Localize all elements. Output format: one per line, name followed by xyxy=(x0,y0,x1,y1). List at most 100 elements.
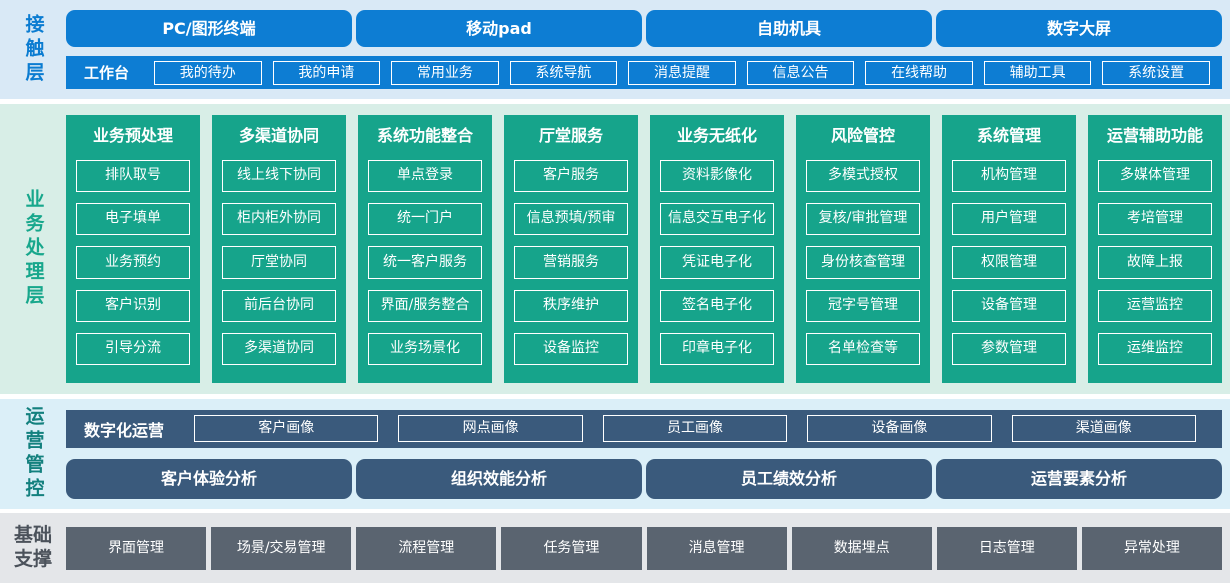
business-item: 名单检查等 xyxy=(806,332,920,366)
business-item: 业务场景化 xyxy=(368,332,482,366)
business-item: 考培管理 xyxy=(1098,203,1212,236)
business-item: 故障上报 xyxy=(1098,246,1212,279)
workbench-item: 我的申请 xyxy=(272,60,381,85)
business-item: 多媒体管理 xyxy=(1098,160,1212,193)
business-column: 系统功能整合单点登录统一门户统一客户服务界面/服务整合业务场景化 xyxy=(358,115,492,383)
business-column-title: 业务预处理 xyxy=(92,126,173,145)
business-item: 业务预约 xyxy=(76,246,190,279)
business-column: 厅堂服务客户服务信息预填/预审营销服务秩序维护设备监控 xyxy=(504,115,638,383)
digital-ops-item: 员工画像 xyxy=(602,415,788,442)
business-item: 参数管理 xyxy=(952,332,1066,366)
business-item: 多渠道协同 xyxy=(222,332,336,366)
business-item: 营销服务 xyxy=(514,246,628,279)
business-item: 机构管理 xyxy=(952,160,1066,193)
foundation-label-col: 基础支撑 xyxy=(0,513,66,583)
business-column-title: 多渠道协同 xyxy=(238,126,319,145)
foundation-box: 数据埋点 xyxy=(791,526,932,570)
analysis-box: 客户体验分析 xyxy=(66,458,352,499)
business-columns: 业务预处理排队取号电子填单业务预约客户识别引导分流多渠道协同线上线下协同柜内柜外… xyxy=(66,115,1222,383)
workbench-item: 消息提醒 xyxy=(628,60,736,85)
workbench-bar: 工作台 我的待办我的申请常用业务系统导航消息提醒信息公告在线帮助辅助工具系统设置 xyxy=(66,56,1222,89)
workbench-item: 系统设置 xyxy=(1102,60,1210,85)
workbench-item: 辅助工具 xyxy=(983,60,1092,85)
business-layer-label-col: 业务处理层 xyxy=(0,104,66,394)
foundation-box: 日志管理 xyxy=(936,526,1077,570)
digital-ops-bar: 数字化运营 客户画像网点画像员工画像设备画像渠道画像 xyxy=(66,409,1222,448)
contact-layer-label-col: 接触层 xyxy=(0,0,66,99)
foundation-band: 基础支撑 界面管理场景/交易管理流程管理任务管理消息管理数据埋点日志管理异常处理 xyxy=(0,513,1230,583)
analysis-row: 客户体验分析组织效能分析员工绩效分析运营要素分析 xyxy=(66,458,1222,499)
business-item: 柜内柜外协同 xyxy=(222,203,336,236)
business-column: 业务预处理排队取号电子填单业务预约客户识别引导分流 xyxy=(66,115,200,383)
digital-ops-item: 网点画像 xyxy=(398,415,583,442)
workbench-item: 信息公告 xyxy=(746,60,855,85)
workbench-item: 常用业务 xyxy=(391,60,499,85)
business-column: 风险管控多模式授权复核/审批管理身份核查管理冠字号管理名单检查等 xyxy=(796,115,930,383)
business-column: 多渠道协同线上线下协同柜内柜外协同厅堂协同前后台协同多渠道协同 xyxy=(212,115,346,383)
business-item: 秩序维护 xyxy=(514,289,628,322)
digital-ops-item: 渠道画像 xyxy=(1011,415,1196,442)
business-item: 客户服务 xyxy=(514,160,628,193)
contact-layer-label: 接触层 xyxy=(22,13,45,86)
business-item: 资料影像化 xyxy=(660,160,774,193)
business-layer-band: 业务处理层 业务预处理排队取号电子填单业务预约客户识别引导分流多渠道协同线上线下… xyxy=(0,104,1230,394)
business-item: 前后台协同 xyxy=(222,289,336,322)
foundation-label: 基础支撑 xyxy=(13,524,52,570)
channel-box: PC/图形终端 xyxy=(66,10,352,47)
business-item: 信息交互电子化 xyxy=(660,203,774,236)
business-item: 冠字号管理 xyxy=(806,289,920,322)
business-item: 排队取号 xyxy=(76,160,190,193)
business-item: 界面/服务整合 xyxy=(368,289,482,322)
business-column-title: 业务无纸化 xyxy=(676,126,757,145)
analysis-box: 运营要素分析 xyxy=(936,458,1222,499)
analysis-box: 组织效能分析 xyxy=(356,458,642,499)
business-item: 厅堂协同 xyxy=(222,246,336,279)
business-item: 信息预填/预审 xyxy=(514,203,628,236)
digital-ops-item: 设备画像 xyxy=(807,415,992,442)
workbench-item: 我的待办 xyxy=(154,60,262,85)
operations-band: 运营管控 数字化运营 客户画像网点画像员工画像设备画像渠道画像 客户体验分析组织… xyxy=(0,399,1230,509)
foundation-box: 消息管理 xyxy=(646,526,787,570)
business-item: 运营监控 xyxy=(1098,289,1212,322)
channel-box: 自助机具 xyxy=(646,10,932,47)
business-item: 统一客户服务 xyxy=(368,246,482,279)
foundation-box: 任务管理 xyxy=(501,526,642,570)
operations-label-col: 运营管控 xyxy=(0,399,66,509)
channel-box: 移动pad xyxy=(356,10,642,47)
workbench-label: 工作台 xyxy=(84,64,130,82)
business-item: 权限管理 xyxy=(952,246,1066,279)
business-column: 业务无纸化资料影像化信息交互电子化凭证电子化签名电子化印章电子化 xyxy=(650,115,784,383)
business-item: 运维监控 xyxy=(1098,332,1212,366)
business-item: 签名电子化 xyxy=(660,289,774,322)
foundation-row: 界面管理场景/交易管理流程管理任务管理消息管理数据埋点日志管理异常处理 xyxy=(66,526,1222,570)
business-column-title: 系统功能整合 xyxy=(376,126,473,145)
business-item: 单点登录 xyxy=(368,160,482,193)
business-item: 凭证电子化 xyxy=(660,246,774,279)
business-item: 统一门户 xyxy=(368,203,482,236)
business-column-title: 厅堂服务 xyxy=(538,126,603,145)
business-item: 身份核查管理 xyxy=(806,246,920,279)
business-item: 印章电子化 xyxy=(660,332,774,366)
business-item: 线上线下协同 xyxy=(222,160,336,193)
business-column-title: 风险管控 xyxy=(830,126,895,145)
business-item: 设备监控 xyxy=(514,332,628,366)
business-item: 用户管理 xyxy=(952,203,1066,236)
analysis-box: 员工绩效分析 xyxy=(646,458,932,499)
business-column: 系统管理机构管理用户管理权限管理设备管理参数管理 xyxy=(942,115,1076,383)
digital-ops-item: 客户画像 xyxy=(194,415,379,442)
channel-box: 数字大屏 xyxy=(936,10,1222,47)
business-item: 设备管理 xyxy=(952,289,1066,322)
business-item: 电子填单 xyxy=(76,203,190,236)
business-item: 引导分流 xyxy=(76,332,190,366)
business-item: 复核/审批管理 xyxy=(806,203,920,236)
business-item: 客户识别 xyxy=(76,289,190,322)
foundation-box: 流程管理 xyxy=(356,526,497,570)
business-item: 多模式授权 xyxy=(806,160,920,193)
workbench-item: 系统导航 xyxy=(509,60,618,85)
business-layer-label: 业务处理层 xyxy=(22,189,45,309)
foundation-box: 异常处理 xyxy=(1081,526,1222,570)
business-column-title: 系统管理 xyxy=(976,126,1041,145)
business-column-title: 运营辅助功能 xyxy=(1106,126,1203,145)
